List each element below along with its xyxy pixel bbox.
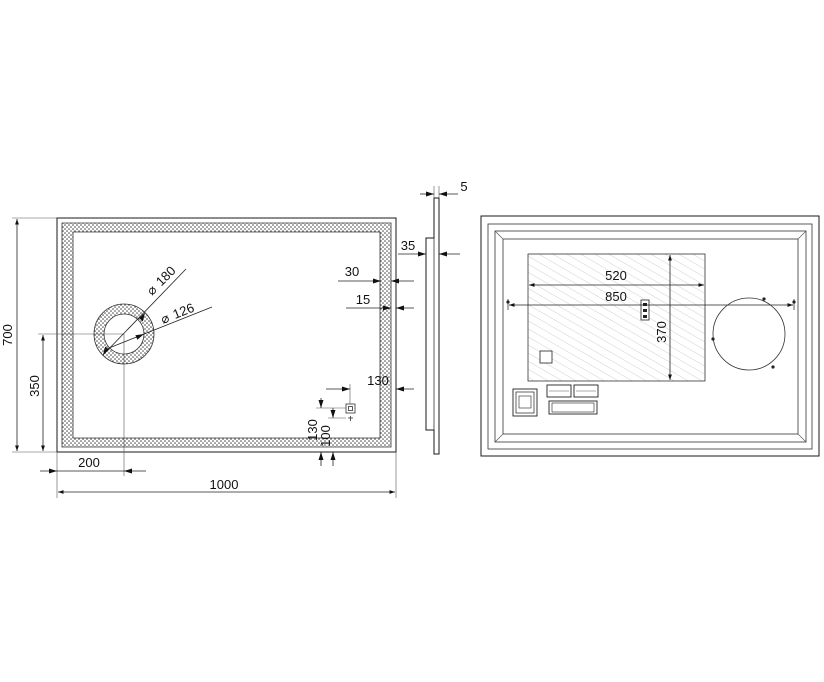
driver-box-top-2 <box>573 384 599 398</box>
sensor-square <box>539 350 553 364</box>
hook-left <box>506 299 510 310</box>
dim-depth-label: 35 <box>401 238 415 253</box>
driver-box-top-1 <box>546 384 572 398</box>
back-outline <box>480 215 820 457</box>
side-profile <box>425 197 440 455</box>
magnifier-back <box>712 297 786 371</box>
touch-switch <box>345 403 356 421</box>
hook-right <box>792 299 796 310</box>
dim-520-label: 520 <box>605 268 627 283</box>
mirror-outline <box>56 217 397 453</box>
mounting-plate <box>527 253 706 382</box>
svg-text:126: 126 <box>171 300 197 322</box>
connector-block <box>640 299 650 321</box>
driver-box-bottom <box>548 400 598 415</box>
dim-height-label: 700 <box>0 324 15 346</box>
svg-text:⌀: ⌀ <box>159 310 172 327</box>
dim-switch-x-label: 130 <box>367 373 389 388</box>
back-view: 850 520 370 <box>480 215 820 457</box>
dim-thickness-label: 5 <box>460 179 467 194</box>
driver-box-left <box>512 388 538 417</box>
led-border-strip <box>61 222 392 448</box>
dim-center-height-label: 350 <box>27 375 42 397</box>
diameter-inner-label: ⌀ 126 <box>159 300 197 327</box>
dim-switch-100-label: 100 <box>318 425 333 447</box>
dim-border-15-label: 15 <box>356 292 370 307</box>
dim-width-label: 1000 <box>210 477 239 492</box>
dim-switch-y-label: 130 <box>305 419 320 441</box>
front-view: 700 350 200 1000 ⌀ 180 ⌀ 126 <box>0 217 414 498</box>
dim-border-30-label: 30 <box>345 264 359 279</box>
svg-text:180: 180 <box>153 263 179 289</box>
dim-370-label: 370 <box>654 321 669 343</box>
dim-850-label: 850 <box>605 289 627 304</box>
side-view: 5 35 <box>398 179 468 455</box>
diameter-outer-label: ⌀ 180 <box>144 263 179 298</box>
dim-circle-offset-label: 200 <box>78 455 100 470</box>
